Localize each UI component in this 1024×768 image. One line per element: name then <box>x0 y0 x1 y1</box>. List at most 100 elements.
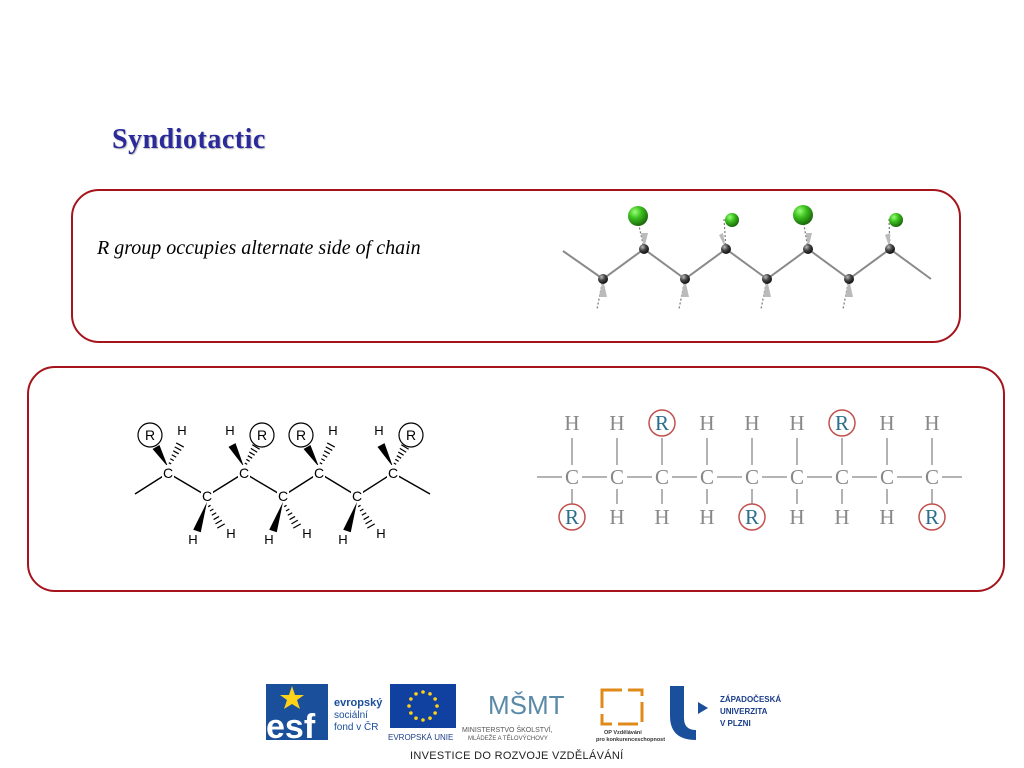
h-label: H <box>789 411 804 435</box>
r-group-circle <box>738 503 766 531</box>
h-label: H <box>879 505 894 529</box>
eu-flag-logo: EVROPSKÁ UNIE <box>388 684 456 742</box>
carbon-label: C <box>352 488 362 504</box>
hash-bond <box>216 523 226 529</box>
hash-bond <box>168 462 172 465</box>
r-label: R <box>257 427 267 443</box>
h-label: H <box>699 411 714 435</box>
r-label: R <box>296 427 306 443</box>
footer-investice-text: INVESTICE DO ROZVOJE VZDĚLÁVÁNÍ <box>410 750 624 762</box>
ball-and-stick-model <box>562 205 932 310</box>
hash-bond <box>246 458 250 462</box>
h-label: H <box>879 411 894 435</box>
r-label: R <box>655 411 669 435</box>
h-label: H <box>302 526 311 541</box>
op-logo: OP Vzdělávání pro konkurenceschopnost <box>596 688 665 743</box>
eu-star <box>414 692 418 696</box>
carbon-atom <box>885 244 895 254</box>
green-atom <box>725 213 739 227</box>
svg-text:esf: esf <box>266 708 316 746</box>
carbon-label: C <box>314 465 324 481</box>
svg-text:V PLZNI: V PLZNI <box>720 719 751 728</box>
r-group-circle <box>918 503 946 531</box>
h-label: H <box>376 526 385 541</box>
zcu-logo: ZÁPADOČESKÁ UNIVERZITA V PLZNI <box>670 686 781 740</box>
svg-text:fond v ČR: fond v ČR <box>334 720 378 733</box>
eu-star <box>428 716 432 720</box>
svg-text:EVROPSKÁ UNIE: EVROPSKÁ UNIE <box>388 733 453 742</box>
carbon-backbone <box>562 247 932 281</box>
eu-star <box>433 711 437 715</box>
hash-bond <box>320 458 326 462</box>
h-label: H <box>264 532 273 547</box>
carbon-label: C <box>790 465 804 489</box>
eu-star <box>407 704 411 708</box>
hash-bond <box>323 450 331 455</box>
green-atom <box>889 213 903 227</box>
eu-star <box>409 697 413 701</box>
svg-text:sociální: sociální <box>334 710 368 721</box>
h-label: H <box>564 411 579 435</box>
carbon-label: C <box>880 465 894 489</box>
r-label: R <box>406 427 416 443</box>
h-label: H <box>338 532 347 547</box>
hash-bond <box>292 523 302 529</box>
svg-text:evropský: evropský <box>334 697 383 709</box>
hash-bond <box>319 462 323 465</box>
hash-bond <box>326 442 336 448</box>
hash-bond <box>247 455 253 459</box>
hash-bond <box>325 446 333 451</box>
r-group-circle <box>558 503 586 531</box>
hash-bond <box>172 450 180 455</box>
wedge-bond <box>343 502 357 533</box>
r-group-circle <box>288 422 314 448</box>
hash-bond <box>171 454 177 458</box>
panel-3d-model: R group occupies alternate side of chain <box>71 189 961 343</box>
hash-bond <box>174 446 182 451</box>
r-group-circle <box>398 422 424 448</box>
carbon-atom <box>639 244 649 254</box>
r-label: R <box>745 505 759 529</box>
hash-bond <box>175 442 185 448</box>
h-label: H <box>609 411 624 435</box>
h-label: H <box>834 505 849 529</box>
wedge-bond <box>269 502 283 533</box>
esf-logo: esf evropský sociální fond v ČR <box>266 684 383 746</box>
hash-bond <box>399 447 407 453</box>
hash-bond <box>244 462 248 465</box>
hash-bond <box>207 504 211 508</box>
carbon-atom <box>721 244 731 254</box>
hash-bond <box>366 523 376 529</box>
h-label: H <box>226 526 235 541</box>
green-atom <box>628 206 648 226</box>
wedge-bond <box>193 502 207 533</box>
hash-bond <box>285 508 290 512</box>
r-label: R <box>925 505 939 529</box>
r-label: R <box>835 411 849 435</box>
carbon-label: C <box>278 488 288 504</box>
wedge-bond <box>377 443 393 467</box>
hash-bond <box>209 508 214 512</box>
hash-bond <box>213 515 220 521</box>
h-label: H <box>188 532 197 547</box>
carbon-label: C <box>388 465 398 481</box>
r-label: R <box>145 427 155 443</box>
eu-star <box>428 692 432 696</box>
svg-text:OP Vzdělávání: OP Vzdělávání <box>604 730 642 736</box>
svg-text:MINISTERSTVO ŠKOLSTVÍ,: MINISTERSTVO ŠKOLSTVÍ, <box>462 725 553 734</box>
hash-bond <box>289 515 296 521</box>
hash-bond <box>283 504 287 508</box>
svg-text:ZÁPADOČESKÁ: ZÁPADOČESKÁ <box>720 695 781 704</box>
carbon-label: C <box>565 465 579 489</box>
hash-bond <box>291 519 299 525</box>
hash-bond <box>393 462 397 465</box>
carbon-label: C <box>610 465 624 489</box>
h-label: H <box>225 423 234 438</box>
svg-text:MŠMT: MŠMT <box>488 690 565 720</box>
carbon-atom <box>598 274 608 284</box>
carbon-label: C <box>745 465 759 489</box>
r-group-circle <box>648 409 676 437</box>
hash-bond <box>249 451 255 456</box>
carbon-label: C <box>835 465 849 489</box>
